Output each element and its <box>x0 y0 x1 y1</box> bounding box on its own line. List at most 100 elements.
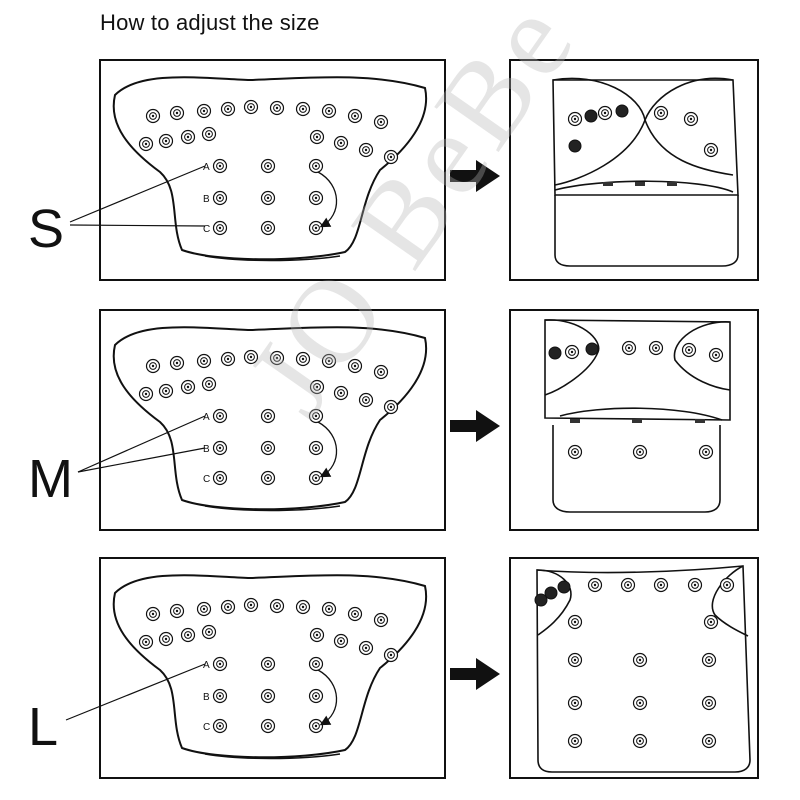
snap-button <box>687 577 703 593</box>
waist-snap <box>347 358 363 374</box>
unfolded-diaper-panel <box>99 59 446 281</box>
snap-button <box>568 139 582 153</box>
snap-button <box>683 111 699 127</box>
rise-label-a: A <box>203 660 210 671</box>
waist-snap <box>138 634 154 650</box>
waist-snap <box>158 383 174 399</box>
folded-diaper-panel <box>509 557 759 779</box>
snap-button <box>701 695 717 711</box>
snap-button <box>632 733 648 749</box>
snap-button <box>621 340 637 356</box>
snap-side <box>635 182 645 186</box>
waist-snap <box>383 647 399 663</box>
waist-snap <box>196 353 212 369</box>
rise-label-c: C <box>203 224 210 235</box>
elastic-edge <box>204 505 341 512</box>
waist-snap <box>243 597 259 613</box>
waist-snap <box>201 126 217 142</box>
waist-snap <box>220 101 236 117</box>
rise-snap <box>212 440 228 456</box>
rise-snap <box>308 718 324 734</box>
waist-snap <box>333 385 349 401</box>
size-label-m: M <box>28 449 73 509</box>
waist-snap <box>169 105 185 121</box>
arrow-right-icon <box>450 160 500 192</box>
snap-button <box>701 652 717 668</box>
snap-button <box>703 142 719 158</box>
folded-diaper-panel <box>509 309 759 531</box>
waist-snap <box>321 353 337 369</box>
rise-snap <box>260 440 276 456</box>
rise-snap <box>260 718 276 734</box>
rise-snap <box>308 220 324 236</box>
snap-button <box>632 444 648 460</box>
pointer-line <box>77 415 206 473</box>
snap-side <box>667 182 677 186</box>
snap-button <box>534 593 548 607</box>
rise-snap <box>308 688 324 704</box>
waist-snap <box>347 108 363 124</box>
snap-button <box>648 340 664 356</box>
rise-snap <box>212 688 228 704</box>
waist-snap <box>180 627 196 643</box>
rise-label-a: A <box>203 412 210 423</box>
rise-label-b: B <box>203 692 210 703</box>
waist-snap <box>243 349 259 365</box>
snap-button <box>653 105 669 121</box>
waist-snap <box>196 601 212 617</box>
waist-snap <box>269 100 285 116</box>
snap-button <box>703 614 719 630</box>
snap-button <box>632 695 648 711</box>
waist-snap <box>295 101 311 117</box>
size-row-l: ABC <box>65 557 759 779</box>
snap-button <box>567 733 583 749</box>
elastic-edge <box>204 255 341 262</box>
size-label-l: L <box>28 697 59 757</box>
snap-button <box>587 577 603 593</box>
waist-snap <box>358 142 374 158</box>
fold-arrow <box>317 669 338 726</box>
waist-snap <box>309 379 325 395</box>
waist-snap <box>373 612 389 628</box>
snap-button <box>719 577 735 593</box>
snap-side <box>632 419 642 423</box>
diagram-title: How to adjust the size <box>100 10 320 35</box>
unfolded-diaper-panel <box>99 309 446 531</box>
rise-snap <box>212 718 228 734</box>
waist-snap <box>373 364 389 380</box>
diaper-outline <box>112 326 428 511</box>
snap-button <box>548 346 562 360</box>
rise-snap <box>260 688 276 704</box>
size-row-s: ABC <box>69 59 759 281</box>
waist-snap <box>145 108 161 124</box>
rise-snap <box>212 190 228 206</box>
waist-snap <box>373 114 389 130</box>
waist-snap <box>196 103 212 119</box>
elastic-edge <box>204 753 341 760</box>
pointer-line <box>65 663 206 721</box>
snap-button <box>701 733 717 749</box>
waist-snap <box>358 392 374 408</box>
rise-snap <box>260 408 276 424</box>
rise-snap <box>260 220 276 236</box>
pointer-line <box>69 224 206 227</box>
rise-label-b: B <box>203 194 210 205</box>
unfolded-diaper-panel <box>99 557 446 779</box>
waist-snap <box>358 640 374 656</box>
folded-diaper-s <box>552 77 739 267</box>
snap-button <box>557 580 571 594</box>
snap-button <box>567 444 583 460</box>
waist-snap <box>201 624 217 640</box>
snap-button <box>615 104 629 118</box>
rise-snap <box>260 470 276 486</box>
waist-snap <box>158 133 174 149</box>
snap-side <box>603 182 613 186</box>
snap-button <box>544 586 558 600</box>
rise-snap <box>308 440 324 456</box>
rise-snap <box>308 158 324 174</box>
rise-snap <box>212 470 228 486</box>
waist-snap <box>158 631 174 647</box>
waist-snap <box>145 358 161 374</box>
size-label-s: S <box>28 199 65 259</box>
rise-snap <box>260 190 276 206</box>
